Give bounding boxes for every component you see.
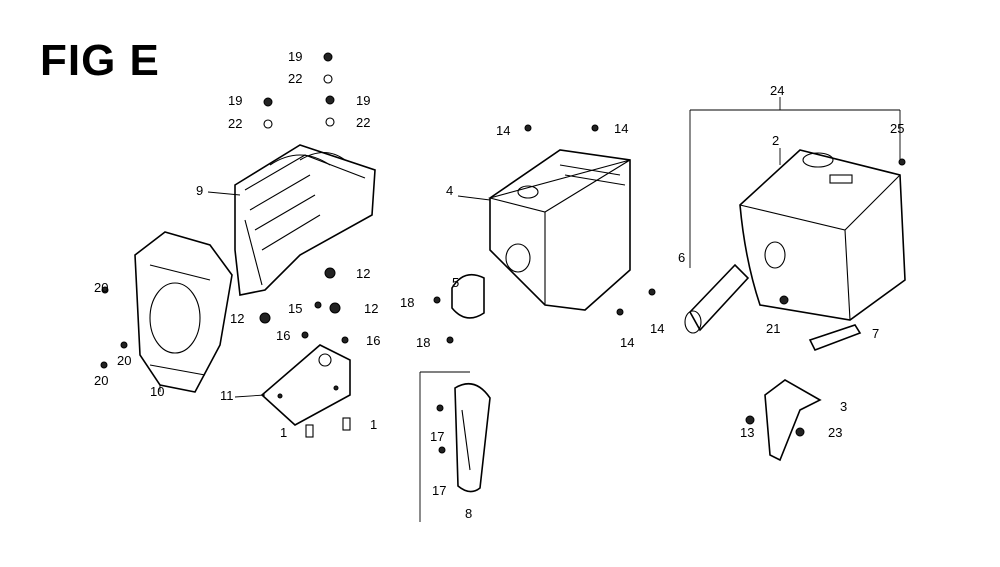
- muffler-protector: [419, 371, 491, 522]
- fuel-tank: [739, 149, 906, 321]
- tank-bracket: [764, 379, 822, 462]
- fasteners: [100, 52, 906, 454]
- part-label: 16: [366, 333, 381, 348]
- part-label: 14: [650, 321, 665, 336]
- part-label: 11: [220, 388, 234, 403]
- part-label: 18: [400, 295, 415, 310]
- part-label: 1: [370, 417, 378, 432]
- part-label: 14: [614, 121, 629, 136]
- part-label: 22: [288, 71, 303, 86]
- part-label: 13: [740, 425, 755, 440]
- mounting-plate: [260, 344, 351, 426]
- part-label: 23: [828, 425, 843, 440]
- part-label: 16: [276, 328, 291, 343]
- part-label: 21: [766, 321, 781, 336]
- air-filter-element: [451, 273, 485, 319]
- part-label: 14: [496, 123, 511, 138]
- air-cleaner-case: [487, 149, 631, 311]
- part-label: 2: [772, 133, 780, 148]
- insulator-block: [134, 231, 233, 393]
- part-label: 17: [432, 483, 447, 498]
- part-label: 5: [452, 275, 460, 290]
- part-label: 19: [228, 93, 243, 108]
- fuel-strainer: [684, 110, 750, 334]
- part-label: 17: [430, 429, 445, 444]
- part-label: 4: [446, 183, 454, 198]
- part-label: 14: [620, 335, 635, 350]
- part-label: 7: [872, 326, 880, 341]
- tank-gasket: [808, 324, 862, 352]
- part-label: 20: [94, 373, 109, 388]
- part-label: 25: [890, 121, 905, 136]
- part-label: 1: [280, 425, 288, 440]
- intake-manifold: [234, 144, 376, 296]
- part-label: 19: [288, 49, 303, 64]
- leader-lines: [159, 97, 901, 398]
- part-label: 12: [356, 266, 371, 281]
- part-label: 19: [356, 93, 371, 108]
- part-label: 12: [230, 311, 245, 326]
- part-label: 18: [416, 335, 431, 350]
- part-label: 10: [150, 384, 165, 399]
- part-label: 24: [770, 83, 785, 98]
- part-label: 15: [288, 301, 303, 316]
- part-label: 22: [356, 115, 371, 130]
- part-label: 3: [840, 399, 848, 414]
- part-label: 20: [94, 280, 109, 295]
- part-label: 20: [117, 353, 132, 368]
- figure-title: FIG E: [40, 36, 160, 85]
- part-label: 9: [196, 183, 204, 198]
- part-label: 6: [678, 250, 686, 265]
- part-label: 22: [228, 116, 243, 131]
- part-label: 12: [364, 301, 379, 316]
- part-label: 8: [465, 506, 473, 521]
